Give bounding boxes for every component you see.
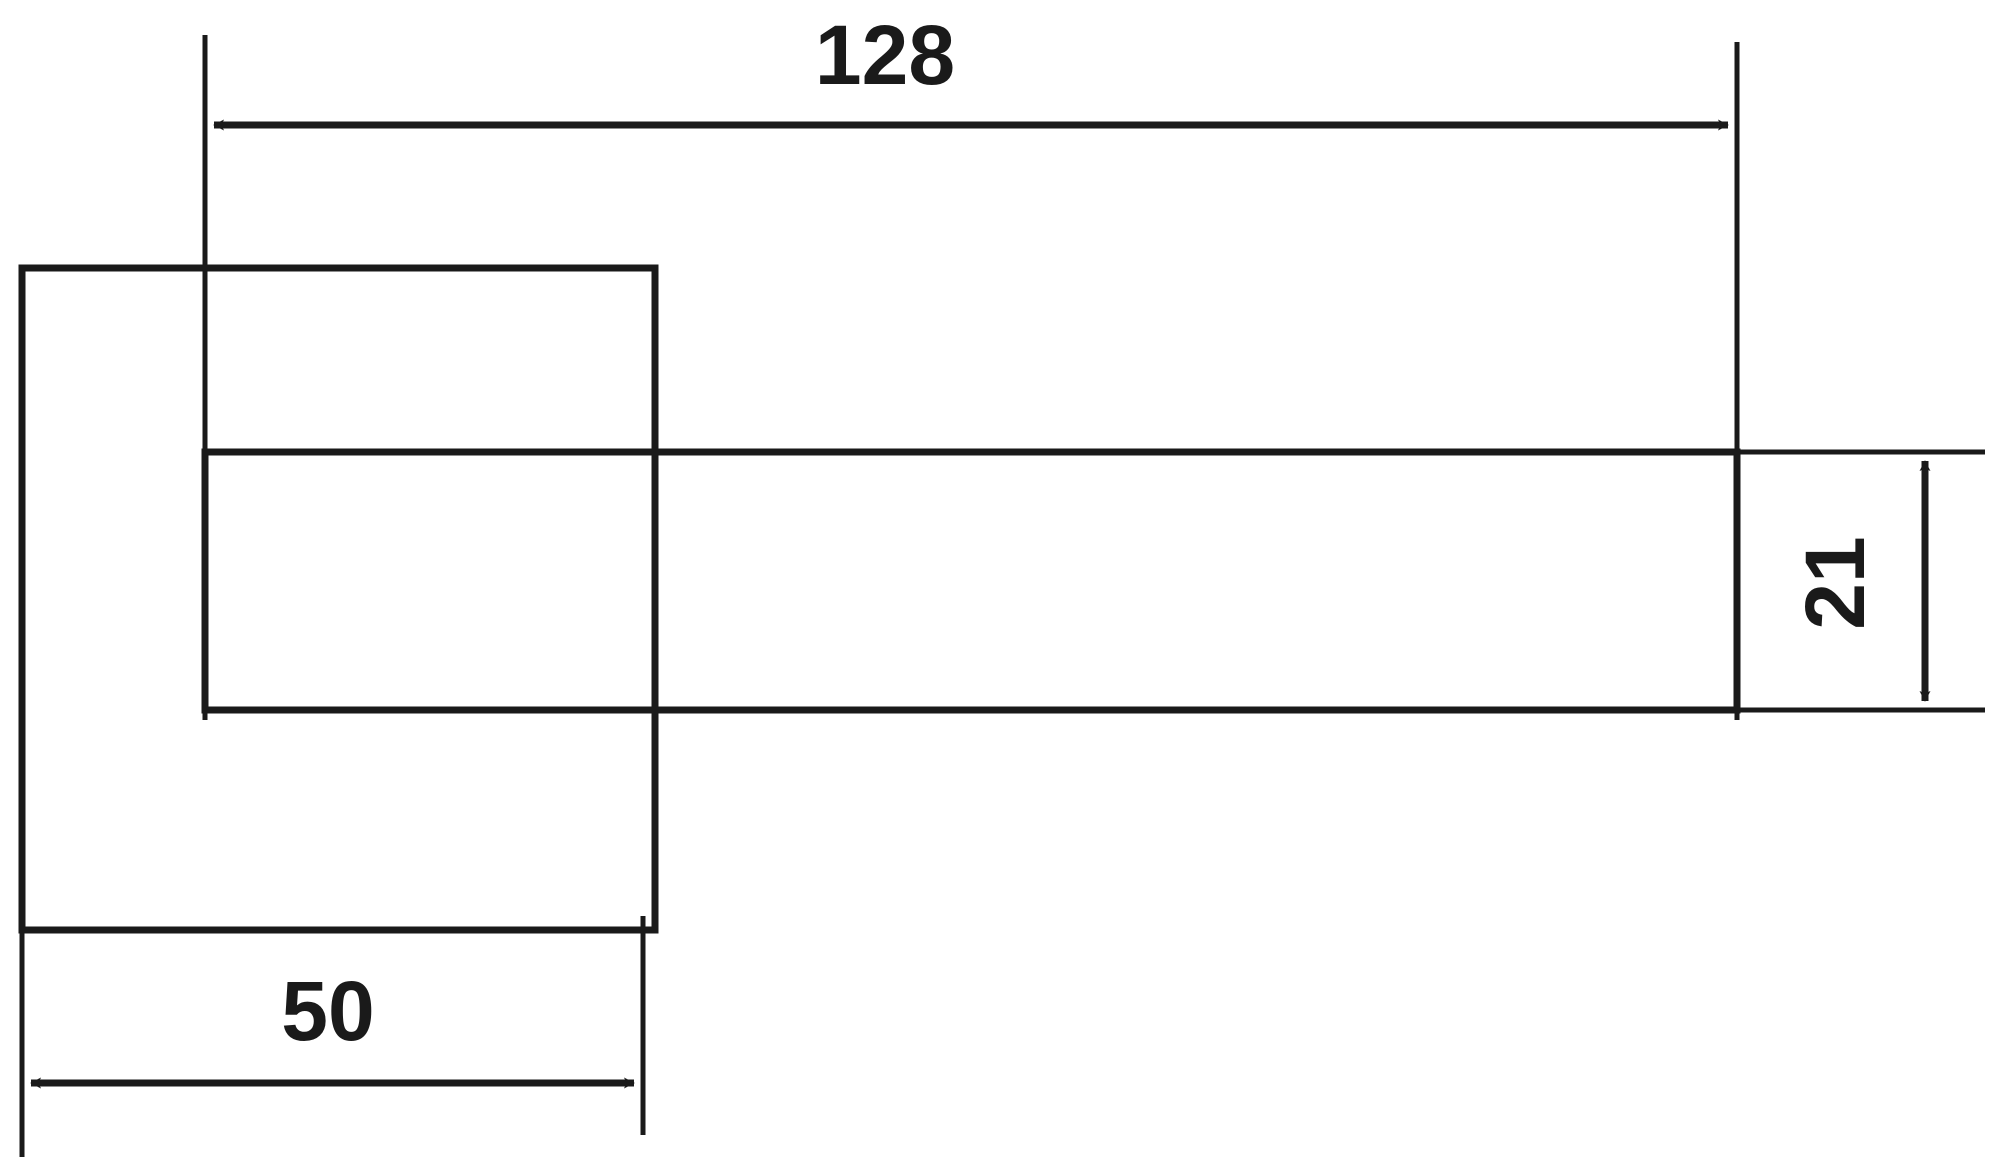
lever-handle-bar-outline [201,448,1741,714]
dimension-128-group: 128 [213,8,1729,131]
dimension-label-21: 21 [1788,536,1882,629]
rose-back-plate-outline [18,264,659,934]
part-outline-group [18,264,1741,934]
dimension-50-group: 50 [30,964,635,1089]
dimension-label-50: 50 [281,964,374,1058]
dimension-21-group: 21 [1788,460,1931,702]
dimension-label-128: 128 [815,8,955,102]
